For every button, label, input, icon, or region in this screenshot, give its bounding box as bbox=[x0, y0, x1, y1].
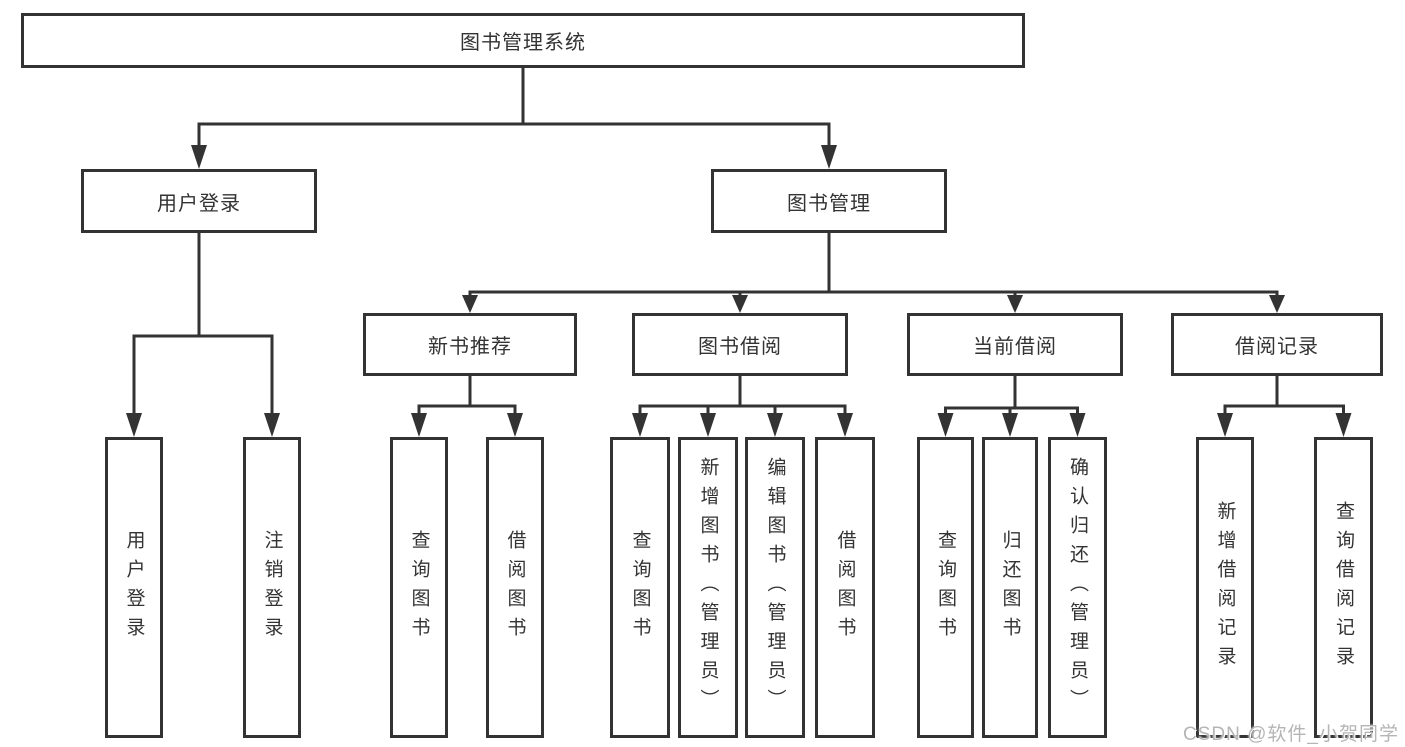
node-leaf-edit-book: 编辑图书（管理员） bbox=[745, 437, 805, 738]
node-book-mgmt: 图书管理 bbox=[711, 169, 947, 233]
node-label: 借阅图书 bbox=[504, 529, 526, 646]
node-leaf-query-book-3: 查询图书 bbox=[917, 437, 974, 738]
arrow-down-icon-leaf-query-book-2 bbox=[632, 413, 648, 437]
node-leaf-add-book: 新增图书（管理员） bbox=[678, 437, 738, 738]
node-label: 注销登录 bbox=[261, 529, 283, 646]
arrow-down-icon-leaf-edit-book bbox=[767, 413, 783, 437]
node-borrow-records: 借阅记录 bbox=[1171, 313, 1383, 376]
arrow-down-icon-leaf-logout bbox=[264, 413, 280, 437]
arrow-down-icon-leaf-query-book-3 bbox=[937, 413, 954, 437]
node-label: 新增借阅记录 bbox=[1214, 500, 1236, 675]
arrow-down-icon-leaf-user-login bbox=[126, 413, 142, 437]
node-label: 查询图书 bbox=[408, 529, 430, 646]
node-leaf-borrow-book-1: 借阅图书 bbox=[486, 437, 544, 738]
arrow-down-icon-leaf-query-book-1 bbox=[411, 413, 427, 437]
node-label: 图书借阅 bbox=[698, 336, 782, 358]
arrow-down-icon-leaf-return-book bbox=[1002, 413, 1018, 437]
node-label: 用户登录 bbox=[157, 192, 241, 215]
node-leaf-user-login: 用户登录 bbox=[105, 437, 163, 738]
node-label: 借阅图书 bbox=[834, 529, 856, 646]
node-label: 查询图书 bbox=[935, 529, 956, 646]
node-label: 确认归还（管理员） bbox=[1067, 457, 1088, 718]
arrow-down-icon-book-mgmt bbox=[821, 145, 837, 169]
arrow-down-icon-leaf-add-record bbox=[1217, 413, 1233, 437]
node-current-borrow: 当前借阅 bbox=[907, 313, 1123, 376]
node-root: 图书管理系统 bbox=[21, 13, 1025, 68]
node-leaf-return-book: 归还图书 bbox=[982, 437, 1038, 738]
node-label: 新书推荐 bbox=[428, 336, 512, 358]
node-leaf-query-record: 查询借阅记录 bbox=[1314, 437, 1373, 738]
arrow-down-icon-leaf-add-book bbox=[700, 413, 716, 437]
node-leaf-query-book-2: 查询图书 bbox=[610, 437, 670, 738]
node-label: 图书管理 bbox=[787, 192, 871, 215]
node-leaf-add-record: 新增借阅记录 bbox=[1196, 437, 1254, 738]
node-label: 新增图书（管理员） bbox=[697, 457, 719, 718]
node-label: 编辑图书（管理员） bbox=[764, 457, 786, 718]
arrow-down-icon-leaf-query-record bbox=[1335, 413, 1352, 437]
watermark-text: CSDN @软件_小贺同学 bbox=[1183, 724, 1399, 745]
node-user-login: 用户登录 bbox=[81, 169, 317, 233]
arrow-down-icon-current-borrow bbox=[1007, 295, 1023, 313]
node-label: 查询借阅记录 bbox=[1333, 500, 1354, 675]
node-label: 借阅记录 bbox=[1235, 336, 1319, 358]
node-leaf-confirm-return: 确认归还（管理员） bbox=[1048, 437, 1107, 738]
arrow-down-icon-user-login bbox=[191, 145, 207, 169]
node-label: 图书管理系统 bbox=[460, 32, 586, 54]
node-label: 查询图书 bbox=[629, 529, 651, 646]
node-book-borrow: 图书借阅 bbox=[632, 313, 848, 376]
node-label: 用户登录 bbox=[123, 529, 145, 646]
node-leaf-query-book-1: 查询图书 bbox=[390, 437, 448, 738]
arrow-down-icon-borrow-records bbox=[1269, 295, 1285, 313]
node-new-book-rec: 新书推荐 bbox=[363, 313, 577, 376]
node-leaf-borrow-book-2: 借阅图书 bbox=[815, 437, 875, 738]
arrow-down-icon-leaf-confirm-return bbox=[1069, 413, 1086, 437]
node-label: 当前借阅 bbox=[973, 336, 1057, 358]
arrow-down-icon-leaf-borrow-book-1 bbox=[507, 413, 523, 437]
node-label: 归还图书 bbox=[999, 529, 1021, 646]
arrow-down-icon-book-borrow bbox=[732, 295, 748, 313]
arrow-down-icon-leaf-borrow-book-2 bbox=[837, 413, 853, 437]
node-leaf-logout: 注销登录 bbox=[243, 437, 301, 738]
arrow-down-icon-new-book-rec bbox=[462, 295, 478, 313]
